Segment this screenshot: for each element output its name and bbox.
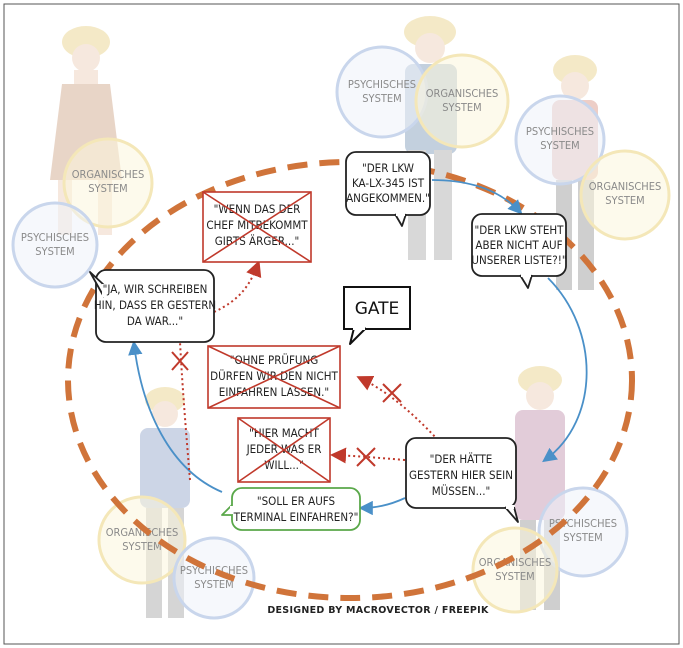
svg-text:"DER HÄTTE: "DER HÄTTE: [430, 451, 493, 466]
system-boundary-ellipse: [65, 159, 635, 601]
speech-bubble-write-yesterday: "JA, WIR SCHREIBEN HIN, DASS ER GESTERN …: [89, 269, 216, 343]
svg-text:CHEF MITBEKOMMT: CHEF MITBEKOMMT: [206, 218, 308, 232]
arrow-to-should-have-been: [542, 277, 588, 463]
speech-bubble-lkw-arrived: "DER LKW KA-LX-345 IST ANGEKOMMEN.": [345, 151, 431, 227]
speech-bubble-not-on-list: "DER LKW STEHT ABER NICHT AUF UNSERER LI…: [471, 213, 567, 289]
svg-text:SYSTEM: SYSTEM: [540, 139, 579, 152]
svg-text:"WENN DAS DER: "WENN DAS DER: [214, 202, 301, 216]
svg-text:PSYCHISCHES: PSYCHISCHES: [549, 517, 617, 530]
svg-text:SYSTEM: SYSTEM: [362, 92, 401, 105]
svg-text:DA WAR...": DA WAR...": [127, 314, 183, 328]
svg-text:"DER LKW: "DER LKW: [362, 161, 414, 175]
svg-text:SYSTEM: SYSTEM: [442, 101, 481, 114]
speech-bubble-boss-trouble: "WENN DAS DER CHEF MITBEKOMMT GIBTS ÄRGE…: [202, 191, 312, 263]
svg-text:GESTERN HIER SEIN: GESTERN HIER SEIN: [409, 468, 513, 482]
organisches-system-circle: ORGANISCHES SYSTEM: [414, 53, 510, 149]
psychisches-system-circle: PSYCHISCHES SYSTEM: [514, 94, 606, 186]
speech-bubble-should-have-been: "DER HÄTTE GESTERN HIER SEIN MÜSSEN...": [405, 437, 519, 523]
svg-text:"JA, WIR SCHREIBEN: "JA, WIR SCHREIBEN: [103, 282, 208, 296]
svg-text:ORGANISCHES: ORGANISCHES: [589, 180, 662, 193]
organisches-system-circle: ORGANISCHES SYSTEM: [579, 149, 671, 241]
organisches-system-circle: ORGANISCHES SYSTEM: [471, 526, 559, 614]
communication-arrows: [128, 179, 588, 516]
svg-text:EINFAHREN LASSEN.": EINFAHREN LASSEN.": [219, 385, 329, 399]
psychisches-system-circle: PSYCHISCHES SYSTEM: [11, 201, 99, 289]
gate-label-box: GATE: [343, 286, 411, 345]
svg-text:"DER LKW STEHT: "DER LKW STEHT: [475, 223, 565, 237]
svg-text:DÜRFEN WIR DEN NICHT: DÜRFEN WIR DEN NICHT: [210, 367, 338, 383]
strike-through: [237, 417, 331, 483]
strike-through: [202, 191, 312, 263]
svg-text:ANGEKOMMEN.": ANGEKOMMEN.": [346, 191, 430, 205]
svg-text:SYSTEM: SYSTEM: [122, 540, 161, 553]
svg-text:ABER NICHT AUF: ABER NICHT AUF: [475, 238, 562, 252]
svg-text:PSYCHISCHES: PSYCHISCHES: [526, 125, 594, 138]
svg-text:HIN, DASS ER GESTERN: HIN, DASS ER GESTERN: [94, 298, 216, 312]
psychisches-system-circle: PSYCHISCHES SYSTEM: [537, 486, 629, 578]
arrow-to-not-on-list: [431, 179, 523, 215]
strike-through: [207, 345, 341, 409]
red-x-icon: [356, 447, 376, 467]
organisches-system-circle: ORGANISCHES SYSTEM: [62, 137, 154, 229]
red-x-icon: [382, 383, 402, 403]
svg-text:"HIER MACHT: "HIER MACHT: [249, 426, 319, 440]
svg-text:SYSTEM: SYSTEM: [194, 578, 233, 591]
arrow-to-without-check: [356, 375, 439, 441]
red-x-icon: [171, 351, 189, 371]
svg-text:PSYCHISCHES: PSYCHISCHES: [21, 231, 89, 244]
svg-text:SYSTEM: SYSTEM: [495, 570, 534, 583]
svg-text:WILL...": WILL...": [264, 458, 303, 472]
arrow-to-boss-trouble: [213, 260, 262, 313]
svg-text:GIBTS ÄRGER...": GIBTS ÄRGER...": [215, 233, 300, 248]
speech-bubble-terminal-question: "SOLL ER AUFS TERMINAL EINFAHREN?": [221, 487, 361, 531]
arrow-to-everyone-does: [330, 447, 406, 464]
svg-text:"SOLL ER AUFS: "SOLL ER AUFS: [257, 494, 335, 508]
svg-text:TERMINAL EINFAHREN?": TERMINAL EINFAHREN?": [233, 510, 359, 524]
credit-line: DESIGNED BY MACROVECTOR / FREEPIK: [267, 605, 489, 616]
svg-text:ORGANISCHES: ORGANISCHES: [479, 556, 552, 569]
image-frame: [3, 3, 680, 645]
svg-text:"OHNE PRÜFUNG: "OHNE PRÜFUNG: [230, 351, 319, 367]
psychisches-system-circle: PSYCHISCHES SYSTEM: [172, 536, 256, 620]
svg-text:MÜSSEN...": MÜSSEN...": [432, 482, 491, 498]
svg-text:ORGANISCHES: ORGANISCHES: [426, 87, 499, 100]
svg-text:KA-LX-345 IST: KA-LX-345 IST: [352, 176, 425, 190]
organisches-system-circle: ORGANISCHES SYSTEM: [97, 495, 187, 585]
speech-bubble-everyone-does: "HIER MACHT JEDER WAS ER WILL...": [237, 417, 331, 483]
speech-bubble-without-check: "OHNE PRÜFUNG DÜRFEN WIR DEN NICHT EINFA…: [207, 345, 341, 409]
svg-text:GATE: GATE: [355, 299, 400, 319]
svg-text:SYSTEM: SYSTEM: [563, 531, 602, 544]
svg-text:SYSTEM: SYSTEM: [35, 245, 74, 258]
rejected-paths: [171, 260, 439, 481]
arrow-to-write-yesterday: [128, 340, 223, 493]
psychisches-system-circle: PSYCHISCHES SYSTEM: [335, 45, 429, 139]
svg-text:PSYCHISCHES: PSYCHISCHES: [348, 78, 416, 91]
svg-text:SYSTEM: SYSTEM: [605, 194, 644, 207]
svg-text:UNSERER LISTE?!": UNSERER LISTE?!": [471, 253, 566, 267]
arrow-to-terminal-question: [358, 497, 406, 516]
person-bottom-right-icon: [515, 366, 565, 610]
system-circles: PSYCHISCHES SYSTEM ORGANISCHES SYSTEM PS…: [11, 45, 671, 620]
svg-text:ORGANISCHES: ORGANISCHES: [72, 168, 145, 181]
svg-text:PSYCHISCHES: PSYCHISCHES: [180, 564, 248, 577]
rejected-path-left: [179, 341, 191, 481]
svg-text:ORGANISCHES: ORGANISCHES: [106, 526, 179, 539]
svg-text:SYSTEM: SYSTEM: [88, 182, 127, 195]
